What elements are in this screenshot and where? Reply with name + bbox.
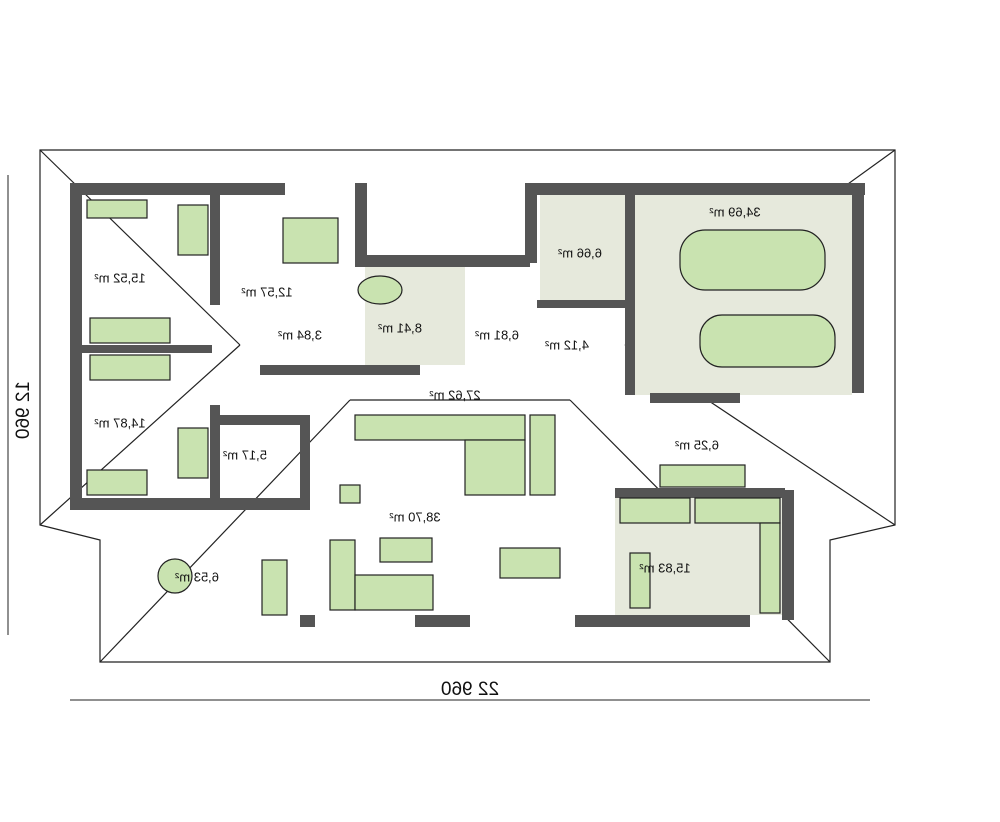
room-area-label: 12,57 m² <box>241 284 293 300</box>
room-area-label: 5,17 m² <box>222 447 268 463</box>
depth-dimension: 12 960 <box>13 380 34 440</box>
width-dimension: 22 960 <box>440 679 500 700</box>
room-area-label: 6,53 m² <box>174 569 220 585</box>
walls <box>70 183 865 627</box>
room-area-label: 15,83 m² <box>639 560 691 576</box>
room-area-label: 14,87 m² <box>94 415 146 431</box>
room-area-label: 15,52 m² <box>94 270 146 286</box>
room-area-label: 8,41 m² <box>377 320 423 336</box>
room-area-label: 6,66 m² <box>557 245 603 261</box>
room-area-label: 3,84 m² <box>277 327 323 343</box>
roof-ridge <box>39 149 241 346</box>
room-area-label: 6,25 m² <box>674 437 720 453</box>
room-area-label: 4,12 m² <box>544 337 590 353</box>
room-area-label: 38,70 m² <box>389 509 441 525</box>
furniture <box>86 199 836 616</box>
room-area-label: 6,81 m² <box>474 327 520 343</box>
room-area-label: 27,62 m² <box>429 387 481 403</box>
room-area-label: 34,69 m² <box>709 204 761 220</box>
